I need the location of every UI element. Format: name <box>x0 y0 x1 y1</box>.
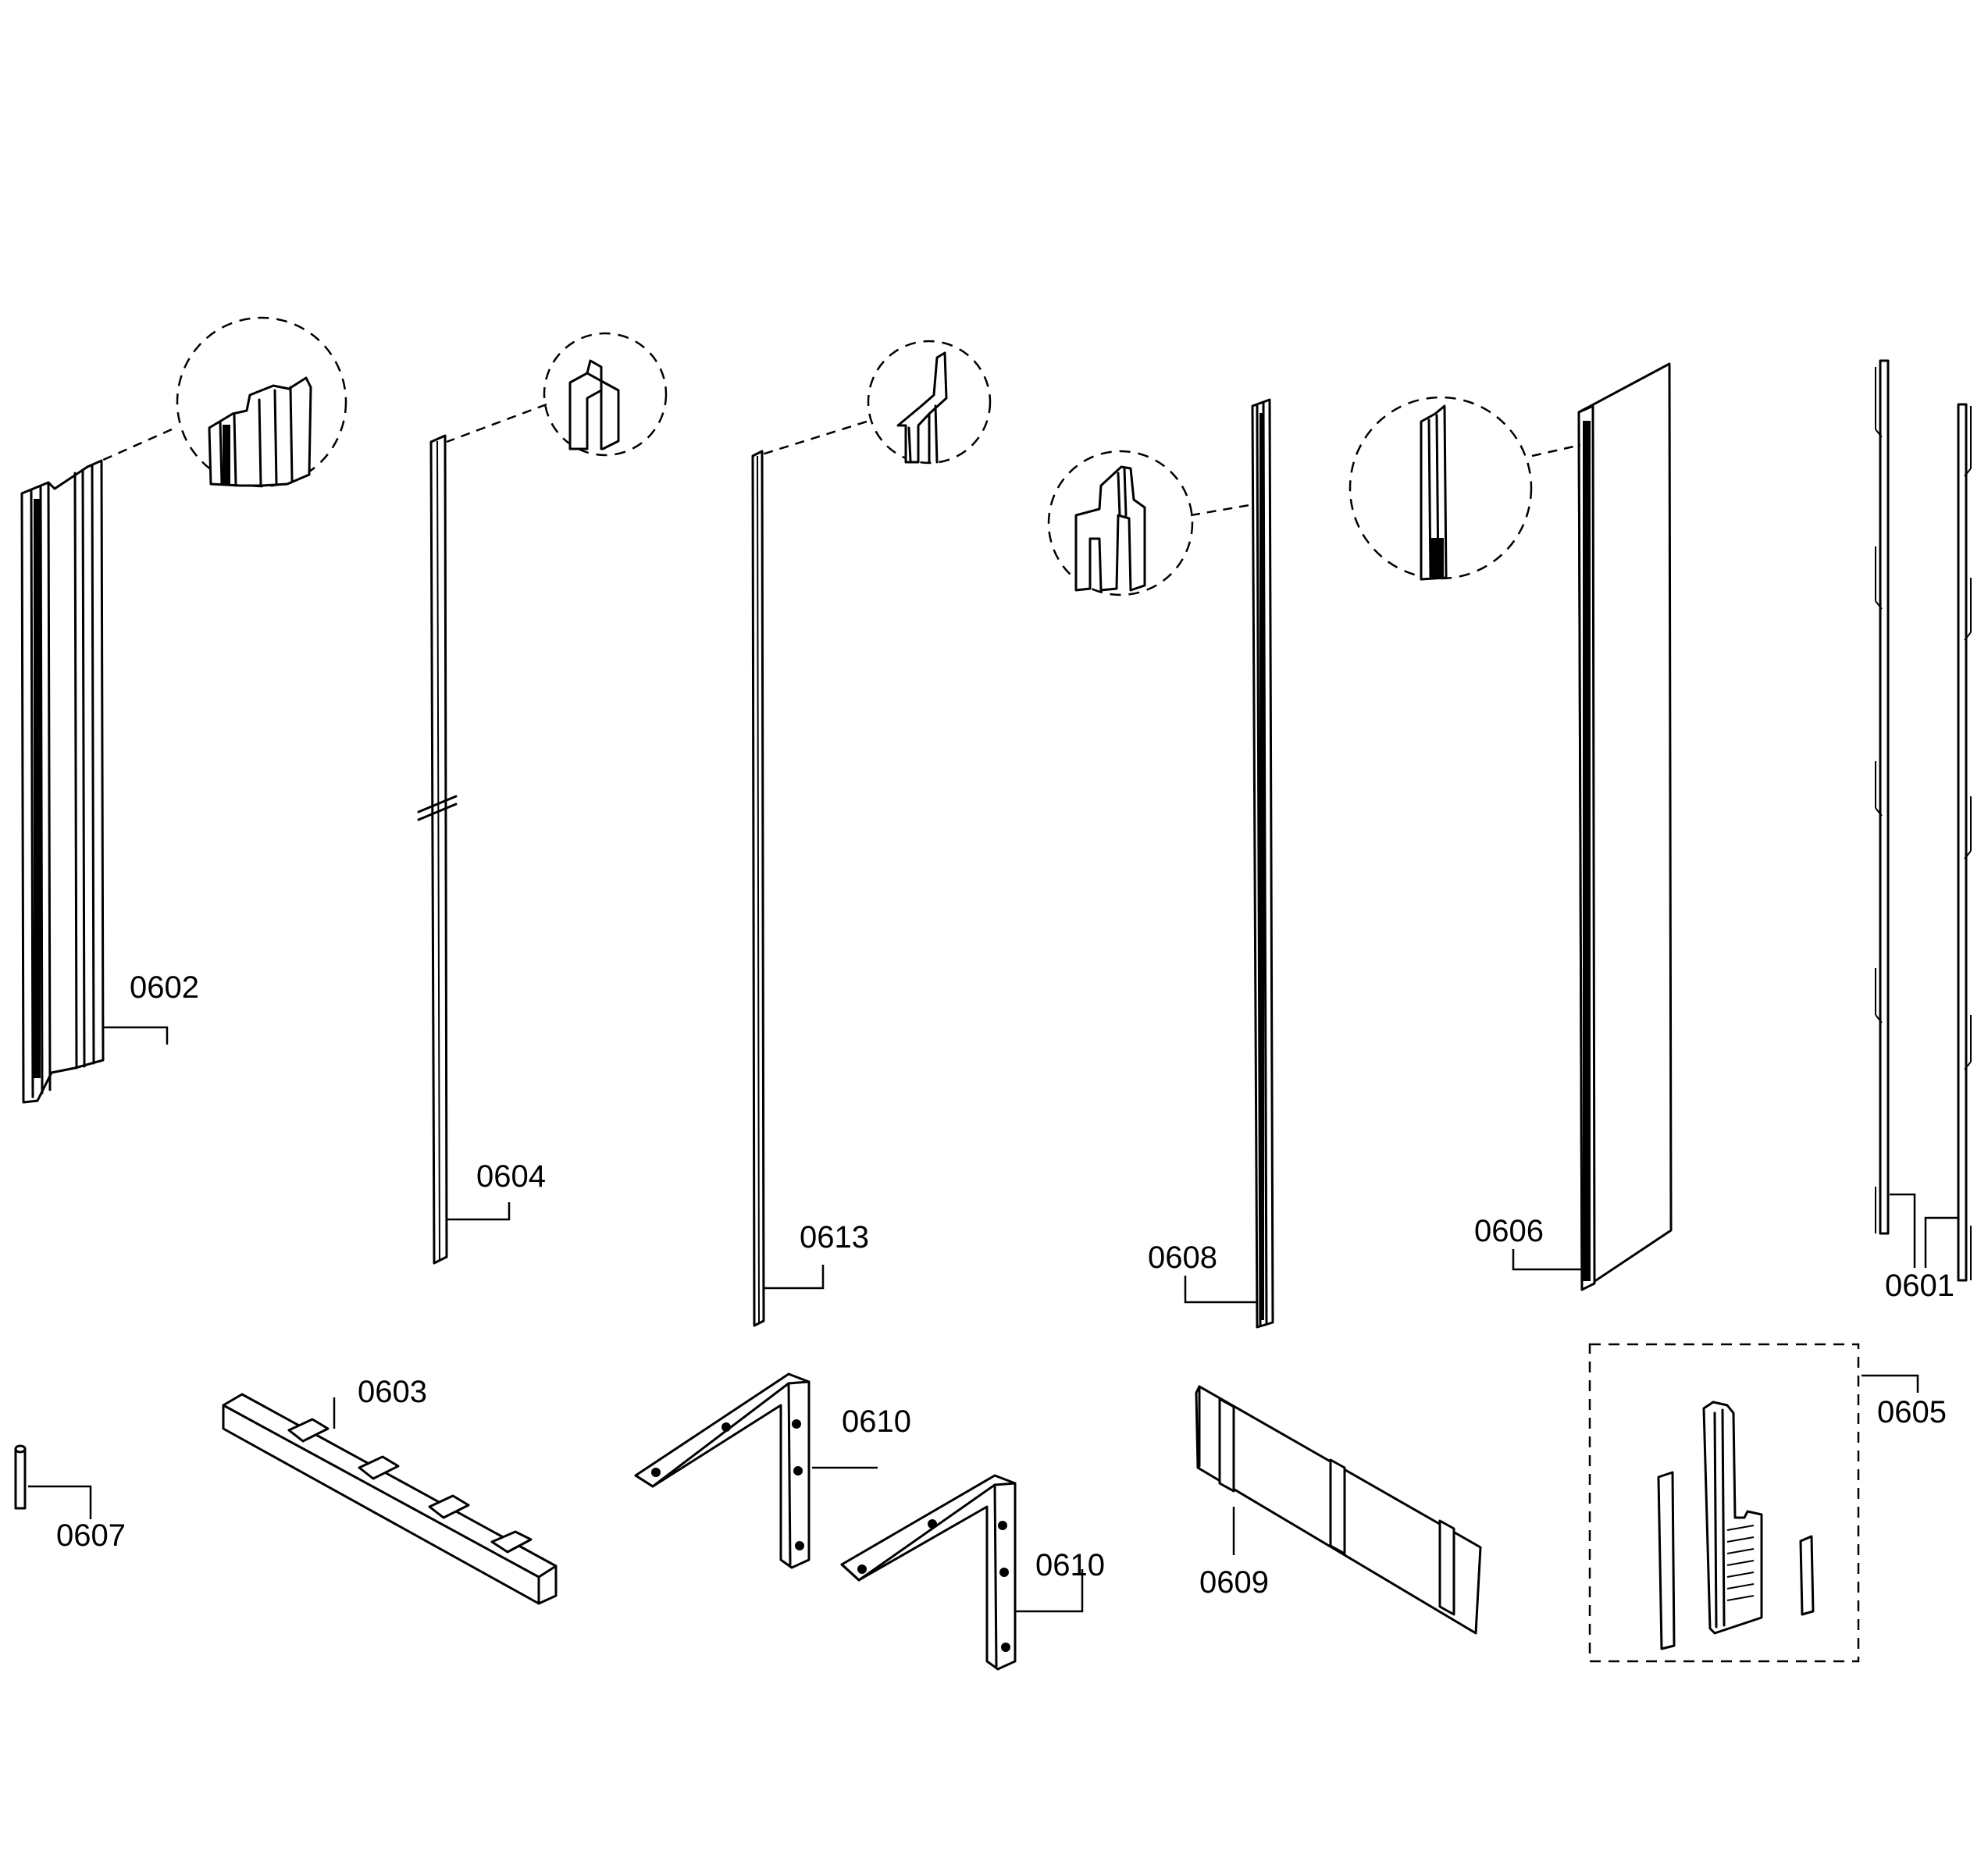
part-0613-strip <box>751 450 765 1327</box>
part-0609-foam-strip <box>1195 1385 1482 1635</box>
detail-0604-bracket-zoom <box>446 332 668 457</box>
label-0609: 0609 <box>1199 1565 1269 1600</box>
label-0603: 0603 <box>358 1375 427 1409</box>
label-0607: 0607 <box>56 1518 126 1553</box>
label-0601: 0601 <box>1885 1269 1954 1303</box>
part-labels: 0602 0604 0613 0608 0606 0601 0603 0607 … <box>56 970 1954 1600</box>
part-0610-bracket-upper <box>634 1372 811 1569</box>
detail-0606-edge-zoom <box>1348 396 1581 581</box>
label-0608: 0608 <box>1148 1241 1217 1275</box>
label-0610-lower: 0610 <box>1035 1548 1105 1582</box>
part-0604-strip <box>417 434 458 1265</box>
leader-lines <box>28 1026 1958 1613</box>
part-0605-hinge-kit <box>1588 1343 1860 1663</box>
detail-0602-profile-zoom <box>101 316 347 488</box>
part-0607-pin <box>14 1444 27 1510</box>
detail-0613-clip-zoom <box>761 340 992 465</box>
label-0610-upper: 0610 <box>842 1404 911 1439</box>
label-0606: 0606 <box>1474 1214 1544 1248</box>
detail-0608-channel-zoom <box>1047 450 1255 596</box>
part-0606-panel <box>1577 362 1673 1291</box>
part-0602-profile-rail <box>20 459 105 1104</box>
part-0603-slotted-angle <box>222 1393 558 1605</box>
label-0605: 0605 <box>1877 1395 1947 1429</box>
part-0610-bracket-lower <box>840 1474 1017 1671</box>
part-0608-profile-strip <box>1251 398 1274 1329</box>
part-0601-hinge-rails <box>1875 359 1972 1282</box>
label-0604: 0604 <box>476 1159 546 1194</box>
label-0613: 0613 <box>800 1220 869 1255</box>
label-0602: 0602 <box>130 970 199 1005</box>
